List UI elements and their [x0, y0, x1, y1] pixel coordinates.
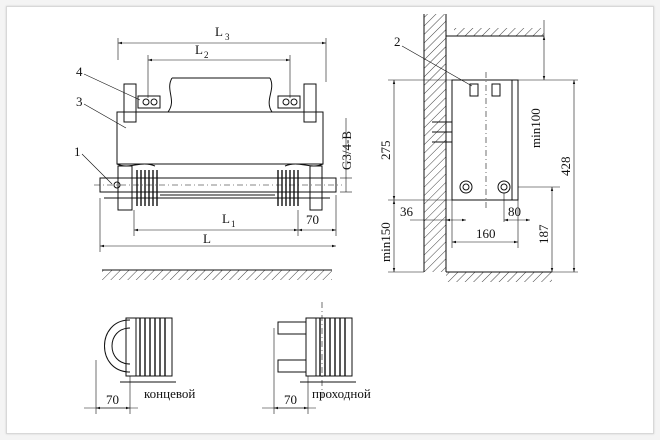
- label-160: 160: [476, 226, 496, 241]
- pipe-thread-label: G3/4-B: [339, 131, 354, 170]
- right-bracket: [303, 83, 317, 123]
- callout-3-leader: [83, 103, 127, 129]
- label-36: 36: [400, 204, 414, 219]
- label-L2: L: [195, 42, 203, 57]
- right-fin-pack: [277, 170, 299, 206]
- label-70-pass: 70: [284, 392, 297, 407]
- right-bolt: [277, 95, 301, 109]
- pipe-section-inner: [462, 183, 470, 191]
- left-fin-pack: [136, 170, 158, 206]
- label-187: 187: [536, 224, 551, 244]
- pass-fin-pack: [319, 318, 346, 376]
- callout-2: 2: [394, 34, 401, 49]
- pass-body: [315, 317, 353, 377]
- label-min100: min100: [528, 108, 543, 148]
- left-bracket: [123, 83, 137, 123]
- end-type-label: концевой: [144, 386, 195, 401]
- cover-panel: [116, 111, 324, 165]
- label-80: 80: [508, 204, 521, 219]
- bolt-head: [282, 98, 290, 106]
- label-L1: L: [222, 211, 230, 226]
- label-428: 428: [558, 157, 573, 177]
- label-L2-sub: 2: [204, 50, 209, 60]
- label-L3: L: [215, 24, 223, 39]
- hook: [491, 83, 501, 97]
- label-70-end: 70: [106, 392, 119, 407]
- left-bolt: [137, 95, 161, 109]
- front-view: L 3 L 2: [74, 24, 354, 280]
- pass-flange: [305, 317, 317, 377]
- callout-3: 3: [76, 94, 83, 109]
- label-L: L: [203, 231, 211, 246]
- callout-1-leader: [81, 153, 113, 185]
- callout-1: 1: [74, 144, 81, 159]
- end-fin-pack: [139, 318, 166, 376]
- cover-break-lower: [116, 163, 324, 167]
- end-body: [135, 317, 173, 377]
- pipe-section: [459, 180, 473, 194]
- right-support: [309, 165, 323, 211]
- cover-break-lines: [167, 77, 273, 113]
- callout-4-leader: [83, 73, 141, 101]
- pass-type-detail: 70 проходной: [262, 302, 371, 414]
- left-support: [117, 165, 133, 211]
- floor-hatch: [102, 270, 332, 280]
- convector-body: [451, 79, 519, 201]
- pipe-section: [497, 180, 511, 194]
- pipe-section-inner: [500, 183, 508, 191]
- label-70-main: 70: [306, 212, 319, 227]
- side-view: 2 275 min150 min100 428 187 36 80 160: [378, 14, 578, 282]
- bolt-head: [290, 98, 298, 106]
- sill-hatch: [454, 28, 544, 36]
- pass-pipe-bottom: [277, 359, 307, 373]
- u-bend-outer: [104, 319, 131, 373]
- callout-2-leader: [401, 45, 473, 87]
- callout-4: 4: [76, 64, 83, 79]
- label-L1-sub: 1: [231, 219, 236, 229]
- hook: [469, 83, 479, 97]
- label-L3-sub: 3: [225, 32, 230, 42]
- bolt-head: [142, 98, 150, 106]
- pass-type-label: проходной: [312, 386, 371, 401]
- label-min150: min150: [378, 222, 393, 262]
- end-type-detail: 70 концевой: [84, 317, 195, 414]
- label-275: 275: [378, 141, 393, 161]
- floor-hatch-side: [446, 272, 552, 282]
- end-flange: [125, 317, 137, 377]
- wall-hatch: [424, 14, 446, 272]
- u-bend-inner: [111, 327, 131, 365]
- bolt-head: [150, 98, 158, 106]
- pass-pipe-top: [277, 321, 307, 335]
